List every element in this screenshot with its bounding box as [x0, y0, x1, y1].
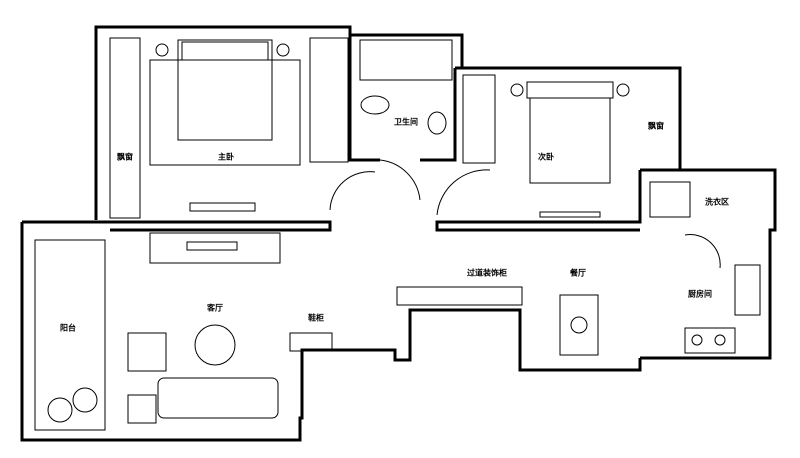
kitchen-label: 厨房间 [688, 289, 712, 299]
bathroom-label: 卫生间 [394, 117, 418, 127]
laundry-area-label: 洗衣区 [705, 197, 729, 207]
hallway-cabinet-label: 过道装饰柜 [467, 268, 507, 278]
balcony-label: 阳台 [60, 323, 76, 333]
second-bedroom-label: 次卧 [538, 152, 554, 162]
bathroom-fixtures [329, 39, 453, 211]
second-bed [436, 74, 630, 218]
master-bedroom-label: 主卧 [218, 152, 234, 162]
master-bed [109, 37, 349, 219]
bay-window-right-label: 飘窗 [648, 121, 664, 131]
laundry-kitchen-fixtures [649, 181, 761, 354]
living-room-label: 客厅 [207, 303, 223, 313]
walls [20, 25, 777, 442]
shoe-cabinet-label: 鞋柜 [308, 313, 324, 323]
living-dining-furniture [34, 232, 599, 431]
bay-window-left-label: 飘窗 [117, 152, 133, 162]
dining-room-label: 餐厅 [570, 268, 586, 278]
